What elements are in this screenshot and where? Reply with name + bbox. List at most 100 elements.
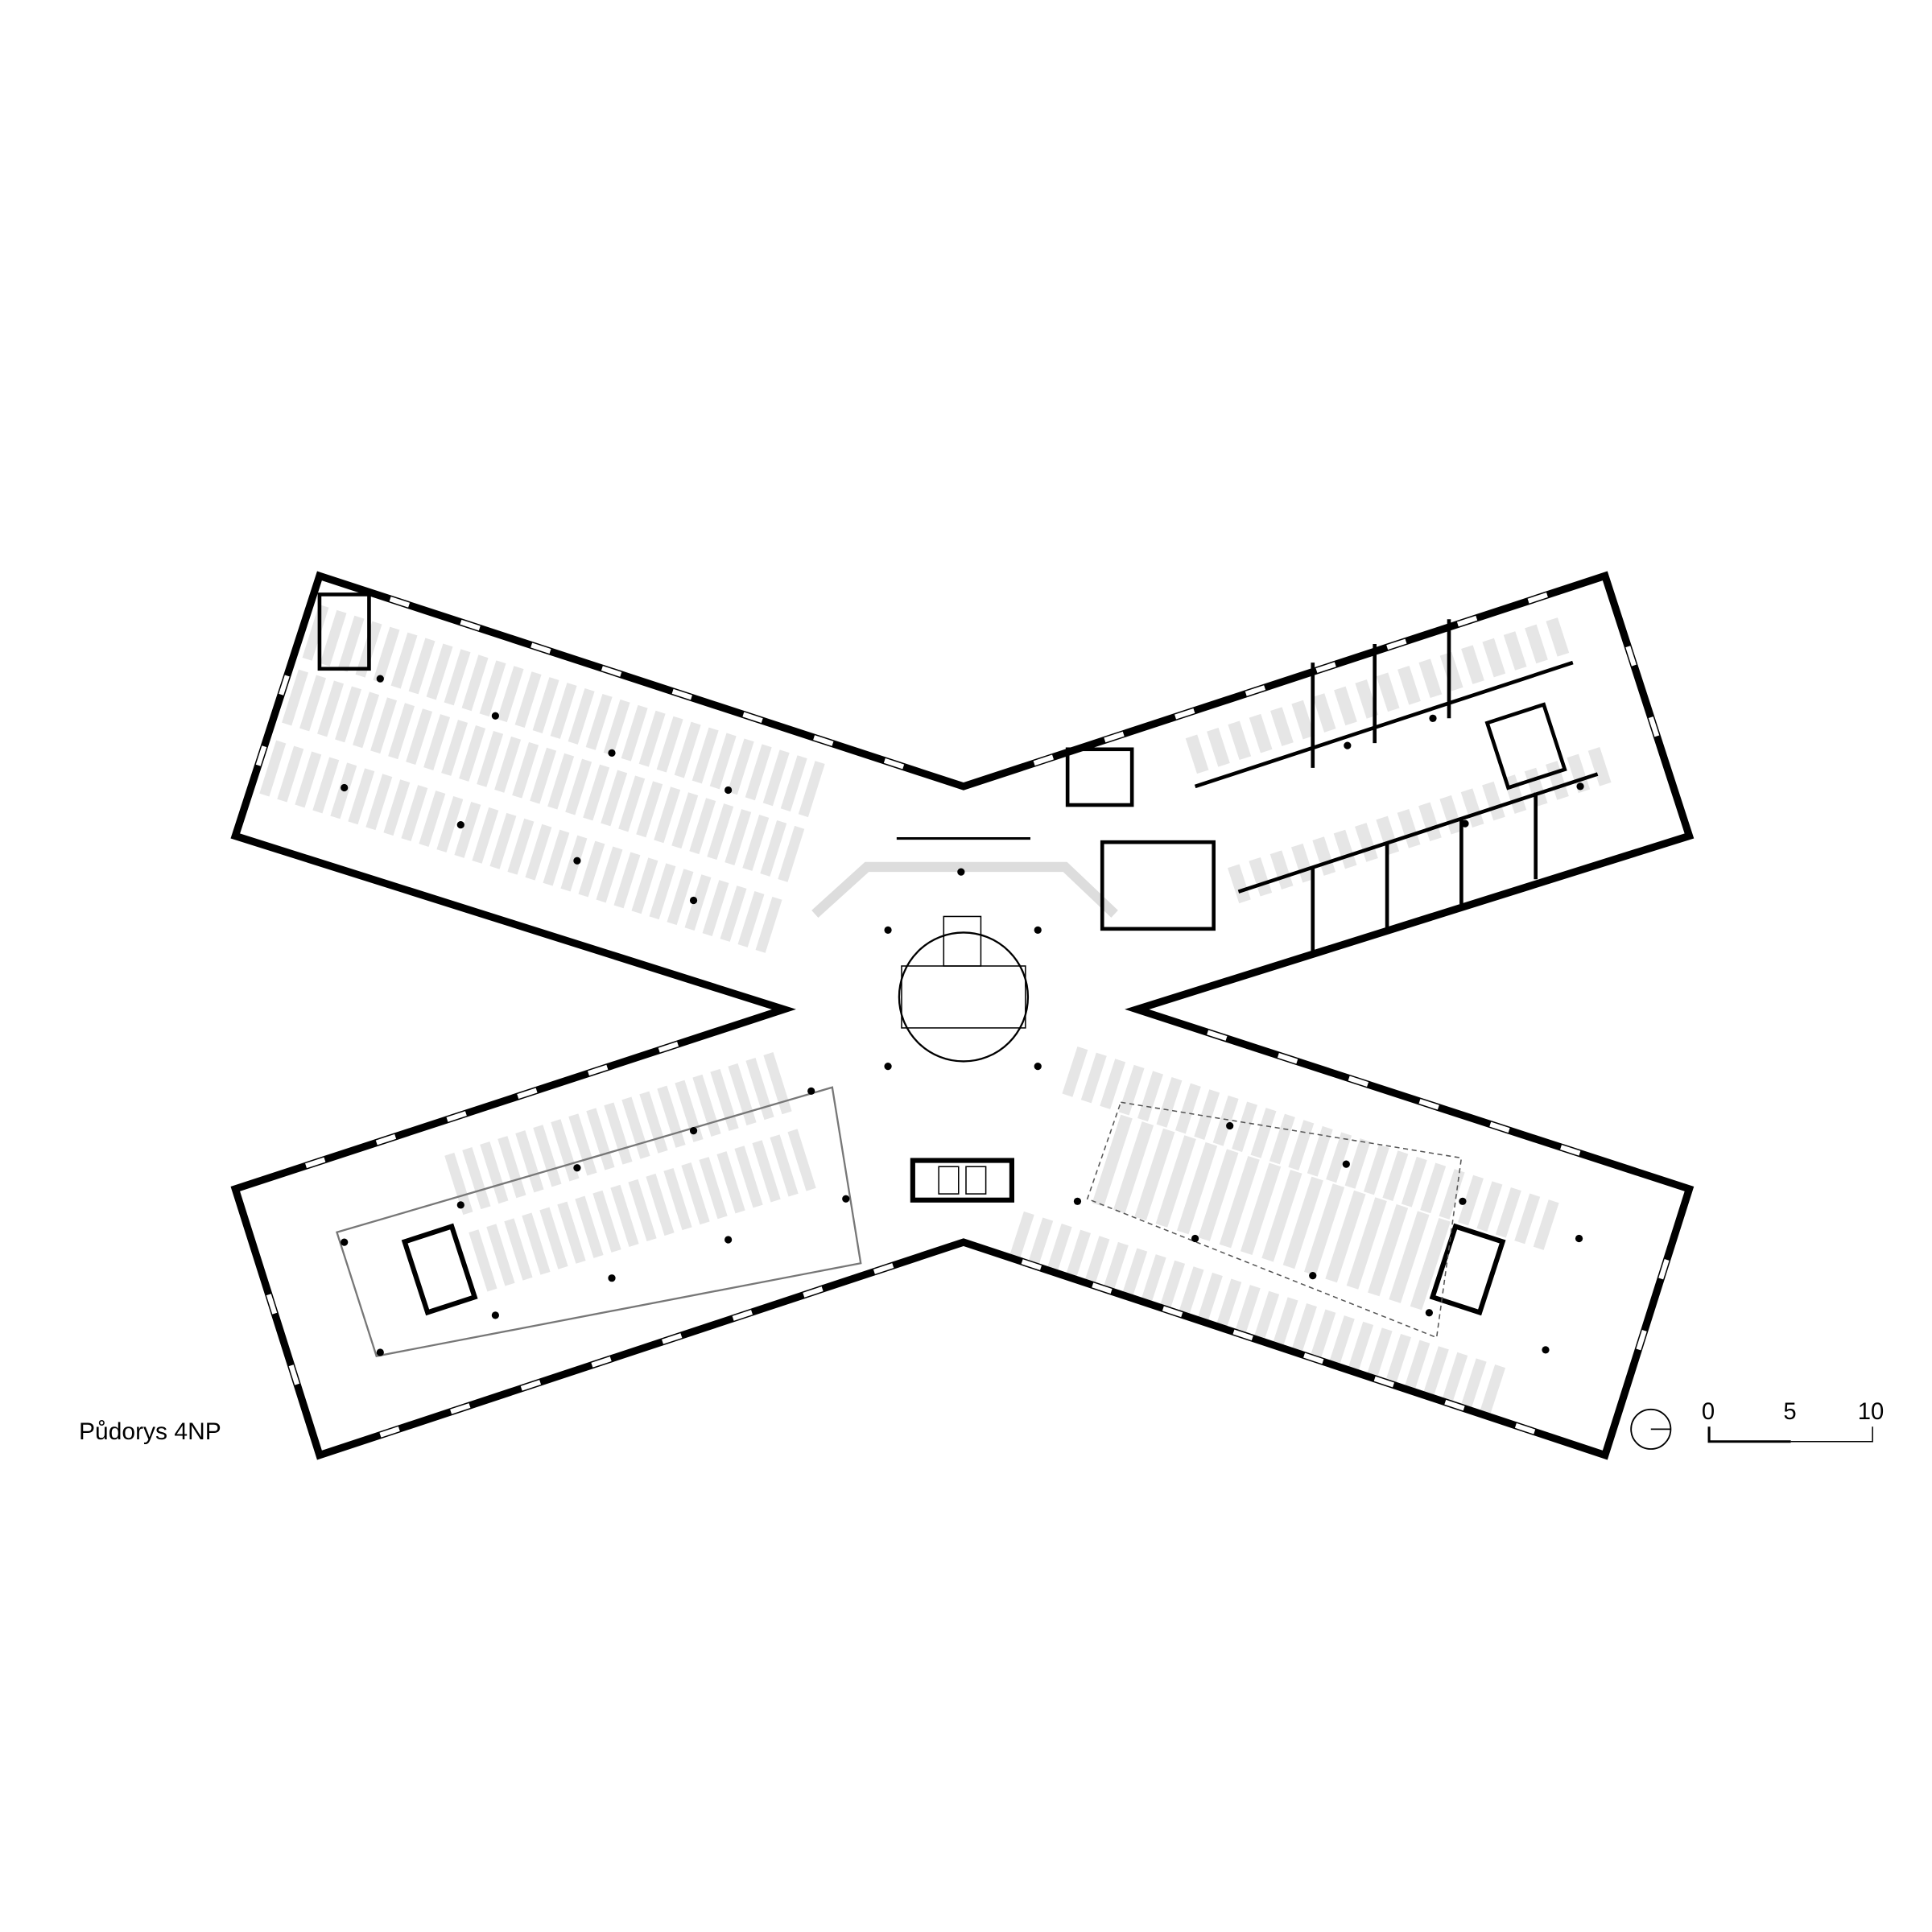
- bookshelf: [512, 741, 539, 799]
- column: [341, 783, 349, 792]
- column: [884, 926, 892, 934]
- shelving-group: [1092, 1114, 1451, 1311]
- bookshelf: [370, 697, 398, 754]
- shelving-group: [444, 1052, 816, 1292]
- window: [813, 735, 834, 746]
- bookshelf: [596, 846, 623, 903]
- window: [1418, 1099, 1439, 1110]
- bookshelf: [320, 609, 347, 667]
- bookshelf: [477, 730, 504, 787]
- window: [1625, 646, 1637, 667]
- column: [1575, 1234, 1583, 1243]
- bookshelf: [504, 1218, 533, 1281]
- window: [375, 1133, 397, 1146]
- bookshelf: [383, 779, 411, 836]
- reading-area-sw: [336, 1086, 862, 1357]
- column: [1425, 1309, 1433, 1317]
- bookshelf: [1092, 1114, 1133, 1208]
- bookshelf: [1460, 788, 1484, 828]
- bookshelf: [702, 880, 729, 936]
- window: [1277, 1052, 1298, 1064]
- bookshelf: [1480, 1364, 1506, 1415]
- bookshelf: [441, 720, 469, 776]
- bookshelf: [348, 768, 375, 825]
- window: [1489, 1121, 1510, 1133]
- bookshelf: [494, 736, 522, 793]
- column: [1191, 1234, 1199, 1243]
- bookshelf: [667, 869, 694, 926]
- bookshelf: [565, 758, 592, 815]
- bookshelf: [737, 891, 765, 947]
- stair-core-ne-lobby: [1065, 747, 1134, 807]
- bookshelf: [337, 615, 365, 672]
- bookshelf: [390, 632, 418, 689]
- bookshelf: [699, 1157, 728, 1220]
- scale-label-0: 0: [1702, 1399, 1715, 1425]
- bookshelf: [728, 1063, 757, 1126]
- window: [1104, 731, 1125, 743]
- window: [517, 1088, 538, 1099]
- column: [376, 675, 384, 683]
- bookshelf: [1495, 1187, 1521, 1238]
- bookshelf: [1355, 679, 1379, 719]
- bookshelf: [745, 1057, 774, 1121]
- bookshelf: [1304, 1183, 1345, 1276]
- bookshelf: [312, 757, 340, 814]
- window: [671, 688, 692, 700]
- bookshelf: [1476, 1181, 1503, 1232]
- column: [1461, 819, 1469, 828]
- bookshelf: [575, 1195, 604, 1258]
- bookshelf: [716, 1151, 745, 1214]
- bookshelf: [1325, 1190, 1366, 1283]
- bookshelf: [671, 792, 699, 849]
- window: [803, 1286, 824, 1298]
- bookshelf: [1310, 1309, 1336, 1360]
- window: [1527, 592, 1548, 604]
- bookshelf: [1587, 747, 1612, 786]
- bookshelf: [1533, 1199, 1559, 1250]
- column: [608, 749, 616, 757]
- column: [957, 868, 965, 876]
- bookshelf: [656, 716, 683, 773]
- bookshelf: [259, 740, 287, 797]
- window: [460, 619, 481, 631]
- window: [1636, 1330, 1647, 1351]
- bookshelf: [727, 738, 754, 795]
- office-rooms: [1100, 619, 1599, 954]
- bookshelf: [654, 786, 681, 844]
- bookshelf: [1113, 1121, 1154, 1214]
- bookshelf: [302, 604, 329, 661]
- window: [389, 597, 411, 608]
- bookshelf: [1241, 1162, 1282, 1255]
- bookshelf: [317, 680, 345, 737]
- window: [520, 1380, 542, 1391]
- bookshelf: [1344, 1138, 1371, 1189]
- bookshelf: [1346, 1197, 1387, 1290]
- bookshelf: [1328, 1315, 1355, 1366]
- bookshelf: [1355, 823, 1378, 862]
- bookshelf: [408, 638, 436, 695]
- bookshelf: [1418, 802, 1442, 842]
- bookshelf: [522, 1212, 551, 1275]
- window: [1560, 1145, 1581, 1156]
- bookshelf: [1232, 1101, 1258, 1153]
- bookshelf: [689, 798, 716, 855]
- bookshelf: [684, 874, 712, 931]
- bookshelf: [770, 1134, 799, 1197]
- bookshelf: [618, 775, 646, 832]
- bookshelf: [1442, 1352, 1468, 1403]
- bookshelf: [755, 896, 782, 953]
- bookshelf: [1514, 1193, 1541, 1245]
- window: [530, 642, 551, 654]
- bookshelf: [663, 1167, 692, 1231]
- column: [608, 1274, 616, 1282]
- shelving-group: [259, 604, 825, 953]
- bookshelf: [525, 824, 552, 881]
- bookshelf: [1121, 1248, 1148, 1299]
- bookshelf: [472, 807, 499, 864]
- bookshelf: [479, 660, 506, 717]
- column: [724, 786, 733, 795]
- scale-label-5: 5: [1783, 1399, 1796, 1425]
- bookshelf: [365, 774, 393, 831]
- scale-label-10: 10: [1858, 1399, 1885, 1425]
